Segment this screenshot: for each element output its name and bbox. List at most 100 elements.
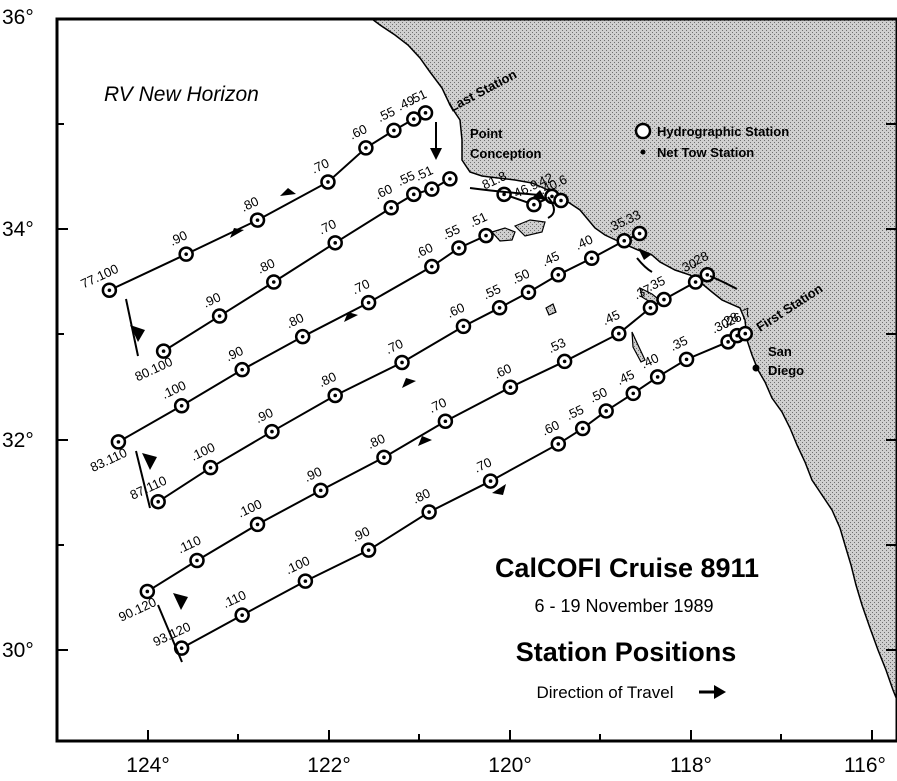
track-legs (125, 298, 183, 663)
station-label: .51 (406, 86, 429, 107)
land-mainland (370, 19, 897, 701)
station-label: .55 (563, 402, 586, 423)
lon-tick-118: 118° (670, 754, 712, 777)
net-tow-station (255, 218, 260, 222)
net-tow-station (303, 579, 308, 583)
diego-label: Diego (768, 363, 804, 378)
station-label: .90 (200, 289, 223, 310)
net-tow-station (508, 385, 513, 390)
net-tow-station (333, 241, 337, 245)
station-label: .45 (539, 248, 562, 269)
net-tow-station (484, 233, 488, 238)
net-tow-station (443, 419, 448, 424)
net-tow-station (240, 367, 244, 372)
net-tow-station (411, 117, 416, 121)
station-label: .35 (605, 214, 628, 235)
station-label: 80.100 (132, 354, 174, 384)
station-label: .30 (676, 255, 699, 276)
station-label: .55 (480, 281, 503, 302)
station-label: .28 (718, 309, 741, 330)
net-tow-station (705, 272, 710, 277)
station-label: .60 (491, 361, 514, 382)
net-tow-station (116, 440, 121, 444)
net-tow-station (208, 465, 213, 470)
station-label: .35 (667, 333, 690, 354)
station-label: .80 (316, 369, 339, 390)
island-santa-barbara (545, 303, 557, 316)
net-tow-station (550, 194, 554, 199)
net-tow-station (107, 288, 112, 293)
vessel-name: RV New Horizon (104, 83, 259, 106)
net-tow-station (580, 426, 585, 431)
legend-net-icon (640, 149, 646, 155)
station-label: .110 (220, 587, 248, 611)
legend-hydro-label: Hydrographic Station (657, 124, 789, 139)
net-tow-station (411, 192, 416, 197)
lon-tick-116: 116° (844, 754, 886, 777)
station-label: .42 (533, 170, 556, 191)
net-tow-station (270, 429, 274, 434)
station-label: 90.120 (116, 594, 158, 624)
station-label: .80 (283, 310, 306, 331)
net-tow-station (589, 256, 594, 261)
map-frame (55, 17, 897, 743)
station-label: .80 (365, 431, 388, 452)
direction-arrows (130, 148, 652, 610)
station-label: .70 (471, 454, 494, 475)
net-tow-station (637, 231, 642, 236)
station-label: .90 (167, 227, 190, 248)
net-tow-station (382, 455, 386, 460)
net-tow-station (255, 522, 260, 527)
legend-hydro-icon (634, 122, 652, 140)
net-tow-station (217, 314, 222, 318)
net-tow-station (559, 198, 563, 203)
station-label: .60 (347, 121, 370, 142)
legend: Hydrographic Station Net Tow Station (634, 122, 789, 160)
station-label: .110 (175, 532, 203, 556)
lat-tick-32: 32° (2, 429, 34, 452)
net-tow-station (184, 252, 188, 256)
net-tow-station (389, 205, 393, 210)
station-label: .90 (223, 343, 246, 364)
station-label: .100 (235, 496, 264, 520)
station-label: .28 (688, 248, 711, 269)
station-label: .80 (255, 255, 278, 276)
net-tow-station (662, 297, 666, 302)
net-tow-station (562, 359, 567, 364)
net-tow-station (556, 442, 561, 446)
net-tow-station (195, 558, 199, 563)
net-tow-station (497, 306, 502, 310)
direction-of-travel: Direction of Travel (537, 683, 674, 702)
net-tow-station (684, 357, 689, 362)
station-positions-title: Station Positions (516, 637, 737, 667)
net-tow-station (423, 111, 428, 115)
island-san-miguel (490, 227, 516, 242)
station-label: .70 (383, 336, 406, 357)
lat-tick-30: 30° (2, 639, 34, 662)
station-label: .45 (614, 367, 637, 388)
net-tow-station (392, 128, 396, 133)
net-tow-station (156, 499, 160, 504)
station-label: .90 (301, 464, 324, 485)
station-label: .51 (467, 209, 490, 230)
axis-ticks (57, 18, 897, 741)
net-tow-station (240, 613, 244, 617)
station-label: .70 (426, 395, 449, 416)
net-tow-station (693, 280, 698, 284)
direction-arrow-icon (699, 685, 726, 699)
station-label: .40 (572, 232, 595, 253)
lon-tick-124: 124° (126, 754, 169, 777)
lat-tick-36: 36° (2, 6, 34, 29)
net-tow-station (726, 340, 730, 344)
net-tow-station (366, 548, 371, 552)
station-label: .33 (620, 207, 643, 228)
net-tow-station (502, 192, 506, 197)
station-label: .60 (413, 240, 436, 261)
net-tow-station (743, 331, 748, 336)
net-tow-station (526, 290, 531, 295)
net-tow-station (622, 238, 627, 243)
station-label: .50 (509, 266, 532, 287)
net-tow-station (430, 187, 434, 191)
island-san-clemente (631, 331, 646, 363)
net-tow-station (271, 280, 276, 284)
